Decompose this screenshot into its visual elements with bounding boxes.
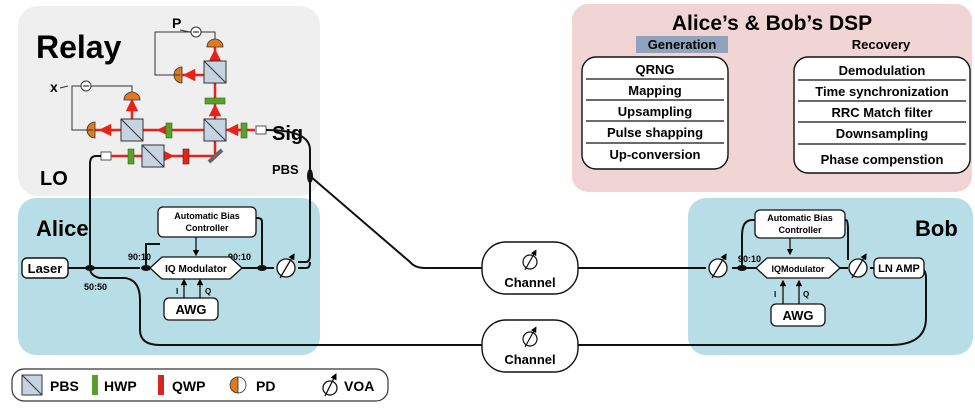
legend-voa-label: VOA [344,378,374,394]
alice-i-label: I [176,287,178,296]
generation-header: Generation [648,37,717,52]
alice-abc-line1: Automatic Bias [174,211,240,221]
legend-hwp-label: HWP [104,378,137,394]
subtractor-wires [59,29,216,131]
legend-pbs-label: PBS [50,378,79,394]
relay-title: Relay [36,29,122,65]
hwp-plate [165,122,173,139]
relay-panel [18,6,320,196]
sig-label: Sig [272,123,303,145]
channel-top-label: Channel [504,275,555,290]
recovery-item: RRC Match filter [831,105,932,120]
generation-item: Upsampling [618,104,692,119]
bob-i-label: I [774,290,776,299]
legend-pbs-icon [21,374,43,396]
bob-abc-box [754,209,846,239]
collimator [255,125,267,135]
bob-title: Bob [915,216,958,241]
voa-icon [276,253,296,279]
subtractor-icon [190,26,202,38]
alice-awg-box [163,297,219,321]
split-9010-in-label: 90:10 [128,252,151,262]
lo-label: LO [40,168,68,190]
laser-label: Laser [28,261,63,276]
alice-abc-box [157,206,257,238]
pd-icon [123,91,141,101]
pbs-cube [203,118,227,142]
channel-bottom-label: Channel [504,352,555,367]
legend-voa-icon [322,373,338,397]
lnamp-box [873,257,925,279]
x-label: x [50,79,58,95]
bob-awg-box [770,303,826,327]
pd-icon [206,38,224,48]
bob-abc-line1: Automatic Bias [767,213,833,223]
laser-box [21,257,69,279]
voa-icon [708,253,728,279]
generation-item: Pulse shapping [607,125,703,140]
pbs-cube [141,144,165,168]
legend-box [11,368,389,402]
alice-abc-line2: Controller [185,223,228,233]
generation-item: Up-conversion [609,147,700,162]
recovery-item: Demodulation [839,63,926,78]
bob-q-label: Q [803,290,809,299]
voa-icon [522,326,538,348]
alice-title: Alice [36,216,89,241]
generation-list: QRNG Mapping Upsampling Pulse shapping U… [581,56,729,170]
pbs-label: PBS [272,162,299,177]
alice-iq-modulator [149,256,243,280]
legend-pd-label: PD [256,378,275,394]
legend-qwp-label: QWP [172,378,205,394]
generation-header-bg [636,36,728,53]
subtractor-icon [80,80,92,92]
splitter-node [141,265,151,271]
recovery-item: Downsampling [836,126,929,141]
split-5050-label: 50:50 [84,282,107,292]
collimator [100,151,112,161]
qwp-plate [182,148,190,165]
recovery-item: Phase compenstion [821,152,944,167]
split-9010-out-label: 90:10 [228,252,251,262]
pbs-cube [203,60,227,84]
generation-item: Mapping [628,83,681,98]
bob-iq-label: IQModulator [772,264,825,274]
lnamp-label: LN AMP [878,263,920,275]
bob-abc-line2: Controller [778,225,821,235]
mirror [207,148,224,164]
hwp-plate [240,122,248,139]
voa-icon [848,253,868,279]
splitter-node [85,265,95,271]
bob-split-label: 90:10 [738,254,761,264]
bob-iq-modulator [755,257,841,279]
hwp-plate [127,148,135,165]
voa-icon [522,249,538,271]
recovery-item: Time synchronization [815,84,948,99]
alice-q-label: Q [205,287,211,296]
bob-awg-label: AWG [782,308,813,323]
recovery-list: Demodulation Time synchronization RRC Ma… [793,56,971,174]
p-label: P [172,15,181,31]
dsp-title: Alice’s & Bob’s DSP [672,12,872,35]
alice-iq-label: IQ Modulator [165,264,227,275]
generation-item: QRNG [636,62,675,77]
recovery-header: Recovery [852,37,911,52]
legend-qwp-icon [158,375,164,395]
splitter-node [737,265,747,271]
hwp-plate [204,97,226,105]
splitter-node [307,169,313,183]
legend-pd-icon [229,376,247,394]
legend-hwp-icon [92,375,98,395]
pbs-cube [120,118,144,142]
splitter-node [257,265,267,271]
alice-awg-label: AWG [175,302,206,317]
